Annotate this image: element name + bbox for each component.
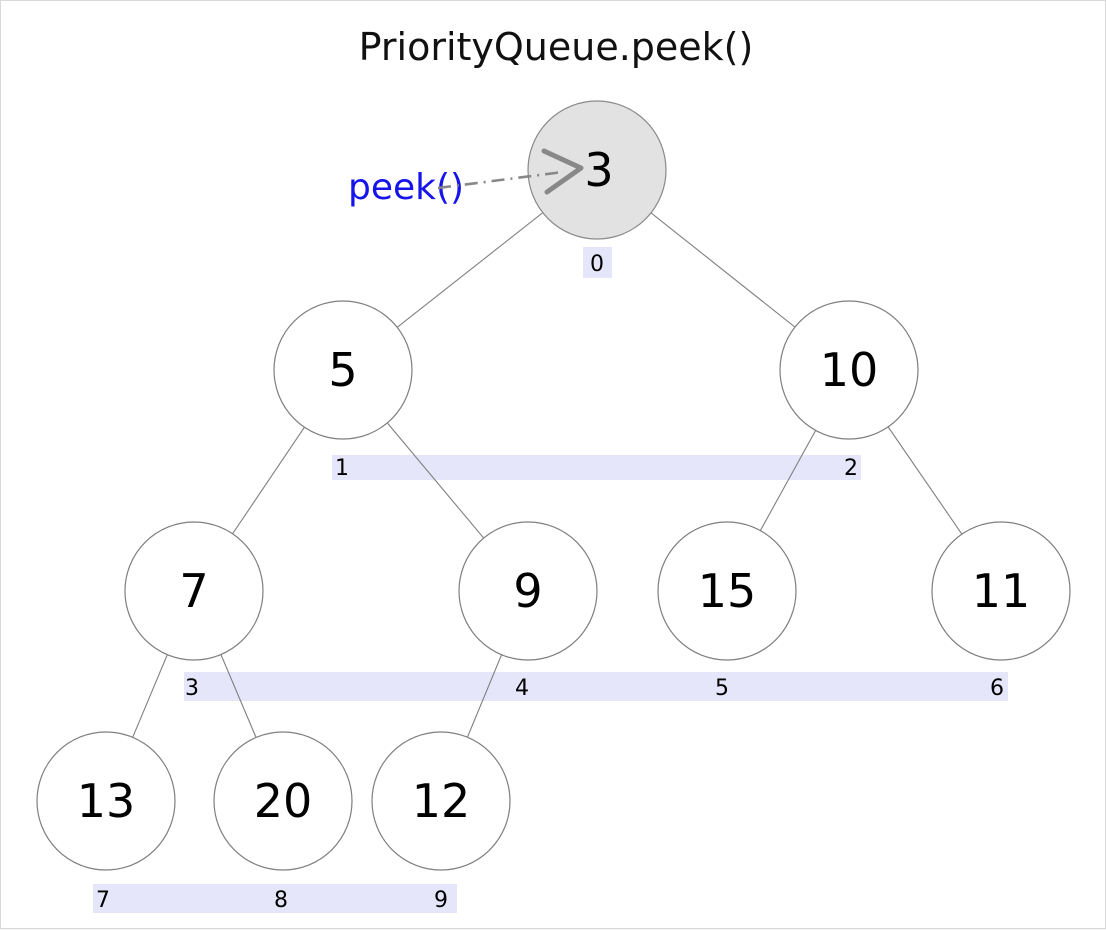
index-label-7: 7 xyxy=(96,888,110,913)
node-value: 9 xyxy=(513,564,542,618)
node-circle xyxy=(213,731,353,871)
peek-arrow-line xyxy=(437,170,564,190)
node-circle xyxy=(36,731,176,871)
node-value: 10 xyxy=(820,343,879,397)
heap-node-4: 9 xyxy=(458,521,598,661)
diagram-title: PriorityQueue.peek() xyxy=(359,25,754,69)
heap-node-1: 5 xyxy=(273,300,413,440)
index-bar-level-1 xyxy=(332,455,861,480)
heap-node-8: 20 xyxy=(213,731,353,871)
node-value: 20 xyxy=(254,774,313,828)
heap-node-root: 3 xyxy=(527,100,667,240)
node-value: 11 xyxy=(972,564,1031,618)
peek-arrowhead-icon xyxy=(541,148,584,195)
index-label-4: 4 xyxy=(515,676,529,701)
node-circle xyxy=(371,731,511,871)
heap-node-3: 7 xyxy=(124,521,264,661)
index-label-2: 2 xyxy=(844,456,858,481)
node-circle xyxy=(124,521,264,661)
node-circle-highlighted xyxy=(527,100,667,240)
node-value: 15 xyxy=(698,564,757,618)
heap-node-5: 15 xyxy=(657,521,797,661)
node-circle xyxy=(931,521,1071,661)
peek-annotation: peek() xyxy=(348,148,584,208)
index-bar-level-3 xyxy=(93,884,457,913)
node-value: 5 xyxy=(328,343,357,397)
index-label-1: 1 xyxy=(335,456,349,481)
index-label-6: 6 xyxy=(990,676,1004,701)
index-label-0: 0 xyxy=(590,252,604,277)
node-circle xyxy=(273,300,413,440)
node-value: 3 xyxy=(584,143,613,197)
heap-node-6: 11 xyxy=(931,521,1071,661)
heap-node-9: 12 xyxy=(371,731,511,871)
node-circle xyxy=(779,300,919,440)
index-label-3: 3 xyxy=(185,676,199,701)
index-label-9: 9 xyxy=(434,888,448,913)
node-value: 13 xyxy=(77,774,136,828)
index-bar-level-0 xyxy=(583,247,612,278)
node-circle xyxy=(657,521,797,661)
node-value: 12 xyxy=(412,774,471,828)
node-circle xyxy=(458,521,598,661)
heap-node-2: 10 xyxy=(779,300,919,440)
index-label-8: 8 xyxy=(274,888,288,913)
node-value: 7 xyxy=(179,564,208,618)
index-bar-level-2 xyxy=(184,672,1008,701)
index-label-5: 5 xyxy=(715,676,729,701)
heap-node-7: 13 xyxy=(36,731,176,871)
